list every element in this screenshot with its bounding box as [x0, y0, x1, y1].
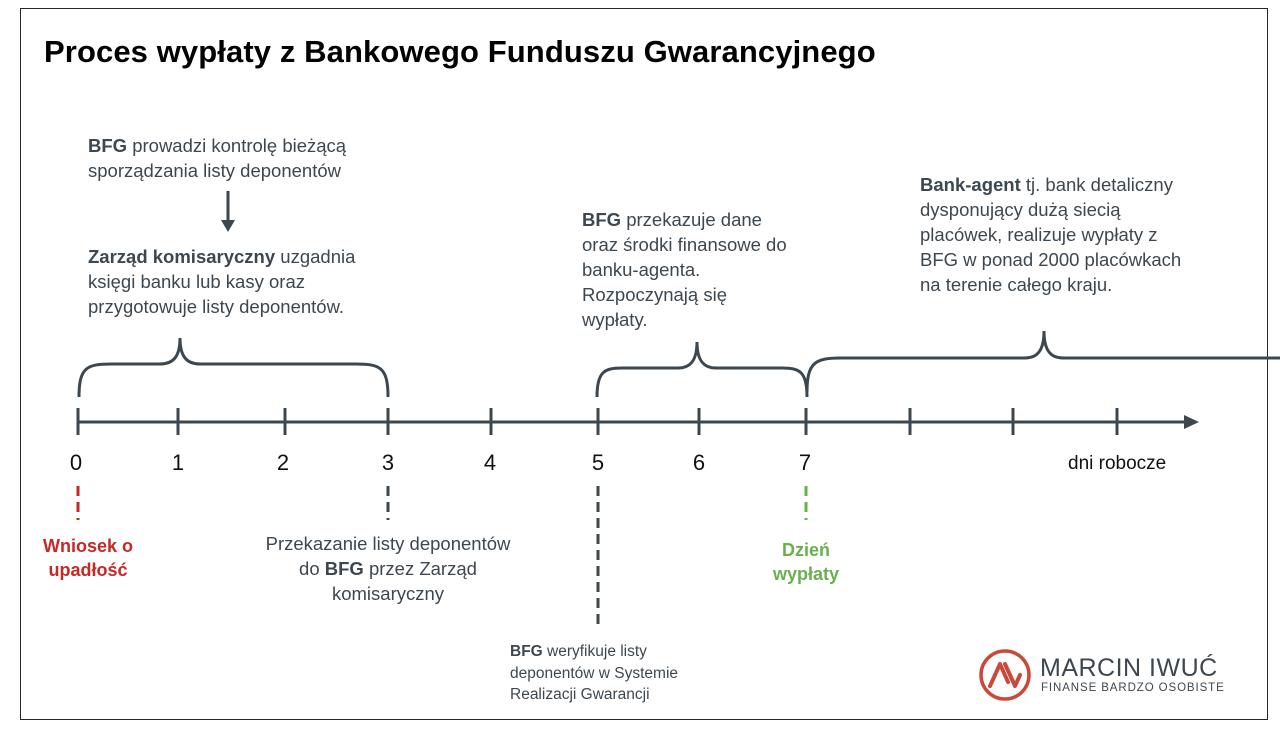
note-management: Zarząd komisaryczny uzgadnia księgi bank…	[88, 244, 398, 319]
tick-label-0: 0	[69, 450, 83, 475]
slide-frame	[20, 8, 1268, 720]
logo-tagline: FINANSE BARDZO OSOBISTE	[1041, 682, 1225, 694]
note-bfg-transfer-bold: BFG	[582, 209, 622, 230]
brace-days-0-3	[77, 337, 390, 398]
tick-label-6: 6	[692, 450, 706, 475]
note-bfg-control: BFG prowadzi kontrolę bieżącą sporządzan…	[88, 133, 398, 183]
note-bank-agent-text: tj. bank detaliczny dysponujący dużą sie…	[920, 174, 1182, 295]
note-verification: BFG weryfikuje listy deponentów w System…	[510, 641, 710, 706]
axis-unit-label: dni robocze	[1068, 453, 1167, 474]
flow-arrow-head	[221, 220, 235, 232]
payout-day-label: Dzień wypłaty	[772, 540, 840, 584]
note-bfg-transfer-text: przekazuje dane oraz środki finansowe do…	[582, 209, 787, 330]
brace-from-day-7	[805, 330, 1280, 393]
note-bank-agent-bold: Bank-agent	[920, 174, 1021, 195]
note-handover-post: przez Zarząd komisaryczny	[331, 558, 477, 604]
tick-label-5: 5	[591, 450, 605, 475]
note-verification-bold: BFG	[510, 643, 543, 660]
tick-label-1: 1	[171, 450, 185, 475]
note-handover-pre: Przekazanie listy deponentów do	[265, 533, 511, 579]
note-verification-text: weryfikuje listy deponentów w Systemie R…	[510, 643, 679, 703]
timeline-arrow-head	[1184, 415, 1199, 429]
tick-label-4: 4	[483, 450, 497, 475]
tick-label-2: 2	[276, 450, 290, 475]
tick-label-3: 3	[381, 450, 395, 475]
timeline-ticks	[76, 408, 1119, 435]
note-bfg-control-bold: BFG	[88, 135, 128, 156]
note-handover-bold: BFG	[324, 558, 364, 579]
logo-name: MARCIN IWUĆ	[1040, 654, 1218, 682]
note-management-bold: Zarząd komisaryczny	[88, 246, 276, 267]
brace-days-5-7	[595, 341, 809, 398]
note-bfg-transfer: BFG przekazuje dane oraz środki finansow…	[582, 207, 792, 332]
note-handover: Przekazanie listy deponentów do BFG prze…	[258, 531, 518, 606]
note-bfg-control-text: prowadzi kontrolę bieżącą sporządzania l…	[88, 135, 347, 181]
page-title: Proces wypłaty z Bankowego Funduszu Gwar…	[44, 34, 876, 69]
bankruptcy-label: Wniosek o upadłość	[42, 536, 133, 580]
note-management-text: uzgadnia księgi banku lub kasy oraz przy…	[88, 246, 356, 317]
tick-label-7: 7	[798, 450, 812, 475]
logo-icon	[979, 649, 1031, 701]
note-bank-agent: Bank-agent tj. bank detaliczny dysponują…	[920, 172, 1200, 297]
